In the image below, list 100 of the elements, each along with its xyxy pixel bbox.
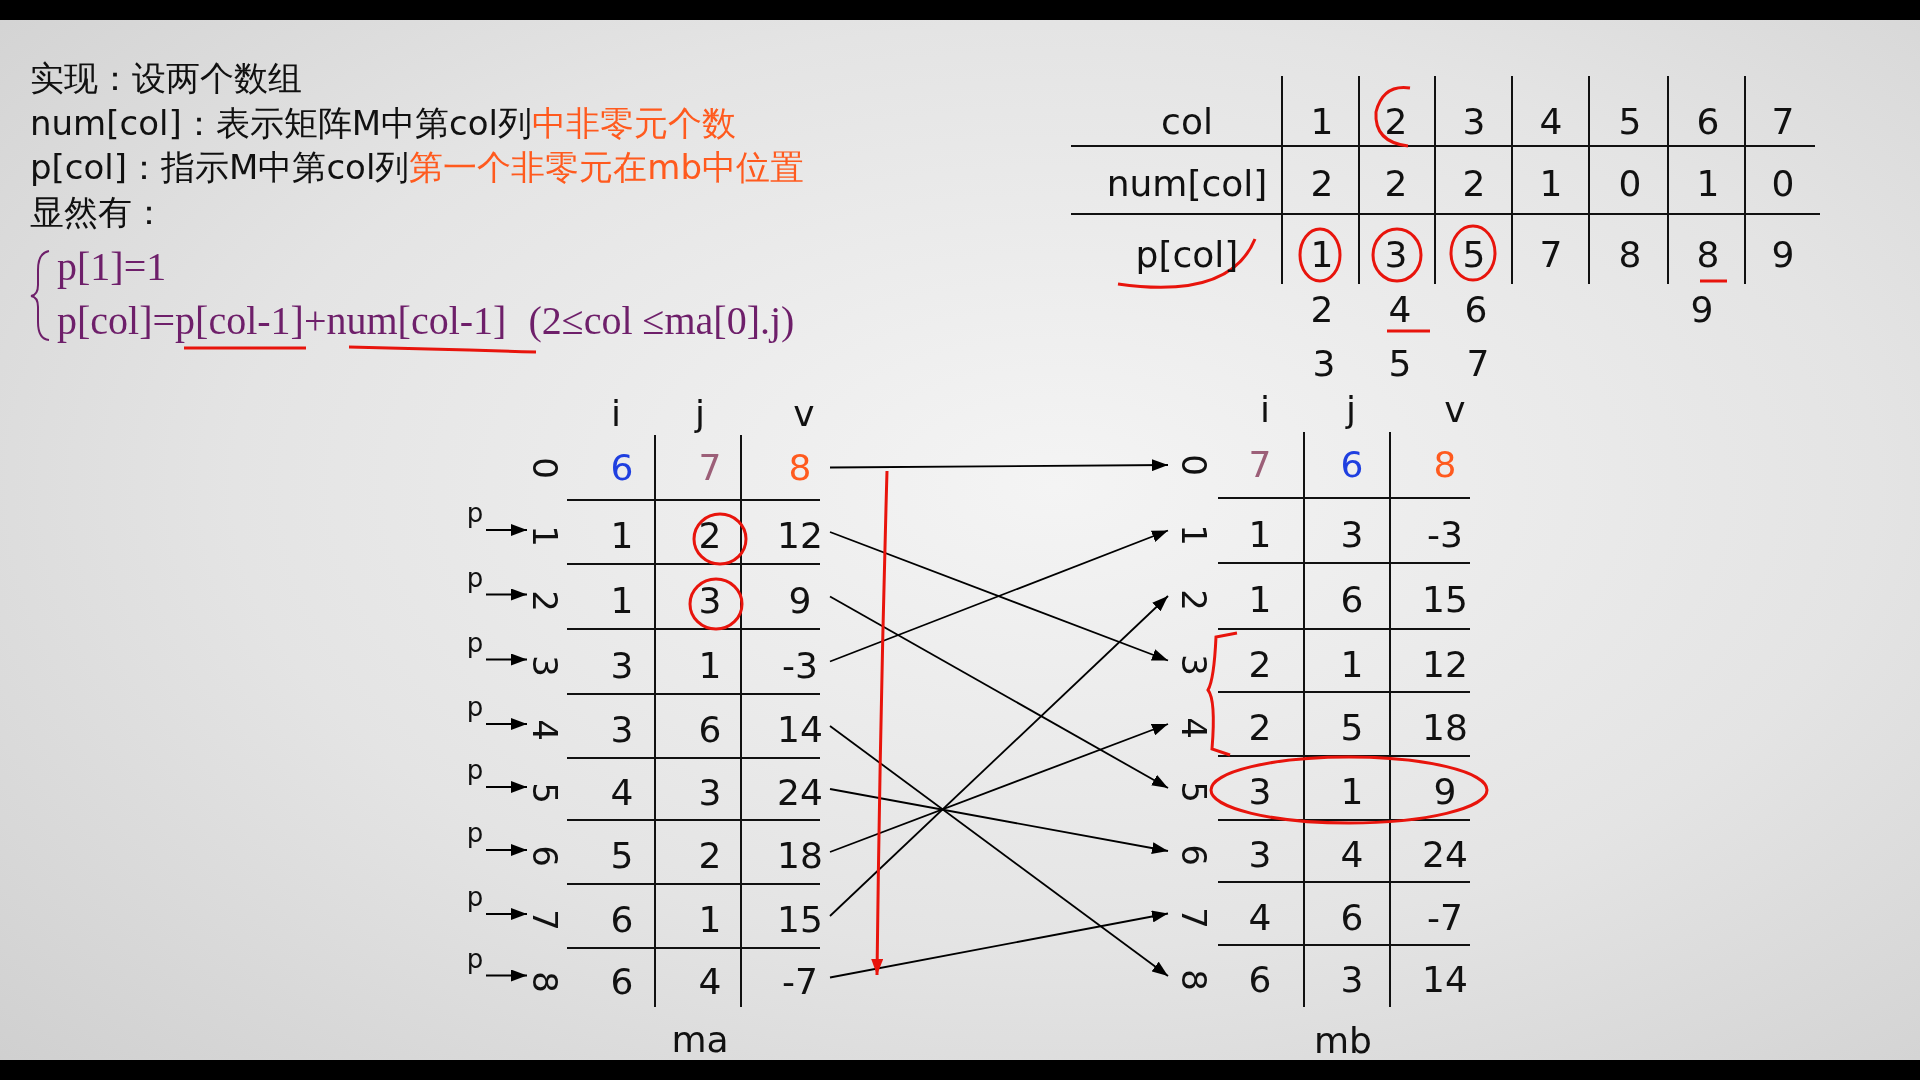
formula: p[col]=p[col-1]+num[col-1] <box>57 298 507 343</box>
cell-value: 6 <box>1340 582 1364 618</box>
pointer-label: p <box>466 820 484 846</box>
arrow <box>829 459 1169 472</box>
table-name: ma <box>671 1022 729 1058</box>
cell-value: 2 <box>1248 646 1272 683</box>
position-number: 5 <box>1388 346 1412 382</box>
cell-value: 15 <box>1422 582 1468 618</box>
cell-value: -3 <box>1427 516 1463 553</box>
cell-value: 15 <box>777 902 823 938</box>
row-index: 4 <box>1177 717 1211 739</box>
cell-value: 1 <box>1248 516 1272 553</box>
arrow <box>485 908 528 920</box>
text-line: 中非零元个数 <box>531 103 736 143</box>
pointer-label: p <box>466 884 484 910</box>
cell-value: 4 <box>698 963 722 1000</box>
row-index: 0 <box>528 456 562 479</box>
cell-value: 3 <box>1340 516 1364 553</box>
row-index: 7 <box>1177 906 1211 929</box>
table-text: 7 <box>1539 237 1563 273</box>
arrow <box>829 723 1169 853</box>
cell-value: 2 <box>698 518 722 554</box>
cell-value: 6 <box>1340 899 1364 936</box>
position-number: 9 <box>1690 292 1714 328</box>
table-text: 2 <box>1310 166 1334 202</box>
table-text: 6 <box>1696 104 1720 140</box>
cell-value: 24 <box>777 775 823 811</box>
cell-value: 12 <box>1422 646 1468 683</box>
cell-value: 3 <box>610 647 634 684</box>
formula: (2≤col ≤ma[0].j) <box>528 298 795 343</box>
table-text: 3 <box>1384 237 1408 273</box>
row-index: 4 <box>528 719 562 741</box>
cell-value: 18 <box>777 838 823 874</box>
cell-value: 12 <box>777 518 823 554</box>
column-header: j <box>1346 392 1356 428</box>
table-text: 9 <box>1771 237 1795 273</box>
pointer-label: p <box>466 629 484 656</box>
table-text: 2 <box>1384 104 1408 140</box>
table-name: mb <box>1314 1023 1372 1059</box>
row-index: 5 <box>528 782 562 804</box>
cell-value: 4 <box>1248 899 1272 936</box>
arrow <box>829 788 1169 854</box>
text-line: 实现：设两个数组 <box>30 58 302 98</box>
text-line: 显然有： <box>30 192 166 232</box>
arrow <box>829 595 1169 789</box>
row-index: 1 <box>1177 523 1211 546</box>
table-text: 1 <box>1310 104 1334 140</box>
table-text: 1 <box>1310 237 1334 273</box>
row-index: 8 <box>1177 969 1211 991</box>
cell-value: 3 <box>1340 962 1364 998</box>
cell-value: 24 <box>1422 837 1468 873</box>
arrow <box>829 725 1169 977</box>
table-text: 0 <box>1771 166 1795 202</box>
cell-value: 6 <box>610 902 634 938</box>
position-number: 6 <box>1464 292 1488 328</box>
cell-value: 3 <box>698 775 722 811</box>
table-text: 1 <box>1539 166 1563 202</box>
cell-value: 7 <box>1248 447 1272 483</box>
cell-value: 1 <box>610 518 634 554</box>
row-index: 3 <box>1177 653 1211 676</box>
text-line: p[col]：指示M中第col列 <box>30 147 410 187</box>
cell-value: 9 <box>1433 774 1457 810</box>
row-index: 2 <box>528 589 562 612</box>
cell-value: -7 <box>1427 899 1463 936</box>
arrow <box>485 969 528 982</box>
table-text: 8 <box>1618 237 1642 273</box>
row-index: 6 <box>528 845 562 867</box>
cell-value: 5 <box>610 838 634 874</box>
cell-value: 6 <box>1248 962 1272 998</box>
column-header: j <box>695 396 705 432</box>
column-header: v <box>793 396 815 432</box>
cell-value: -3 <box>782 647 818 684</box>
cell-value: -7 <box>782 963 818 1000</box>
pointer-label: p <box>466 564 484 591</box>
cell-value: 3 <box>698 582 722 619</box>
row-index: 6 <box>1177 844 1211 866</box>
cell-value: 2 <box>1248 710 1272 746</box>
row-index: 2 <box>1177 589 1211 611</box>
table-text: 2 <box>1384 166 1408 202</box>
row-index: 8 <box>528 970 562 993</box>
row-header: num[col] <box>1106 166 1268 202</box>
arrow <box>485 781 528 793</box>
cell-value: 1 <box>1340 774 1364 810</box>
arrow <box>485 653 528 666</box>
arrow <box>485 718 528 730</box>
cell-value: 5 <box>1340 710 1364 746</box>
table-text: 0 <box>1618 166 1642 202</box>
cell-value: 7 <box>698 449 722 486</box>
row-index: 1 <box>528 525 562 547</box>
row-index: 7 <box>528 909 562 931</box>
cell-value: 8 <box>788 449 812 486</box>
row-index: 0 <box>1177 454 1211 476</box>
column-header: i <box>611 396 621 432</box>
cell-value: 4 <box>1340 837 1364 873</box>
cell-value: 4 <box>610 775 634 811</box>
position-number: 3 <box>1312 346 1336 382</box>
table-text: 1 <box>1696 166 1720 202</box>
pointer-label: p <box>466 757 484 783</box>
position-number: 4 <box>1388 292 1412 328</box>
cell-value: 1 <box>698 647 722 684</box>
